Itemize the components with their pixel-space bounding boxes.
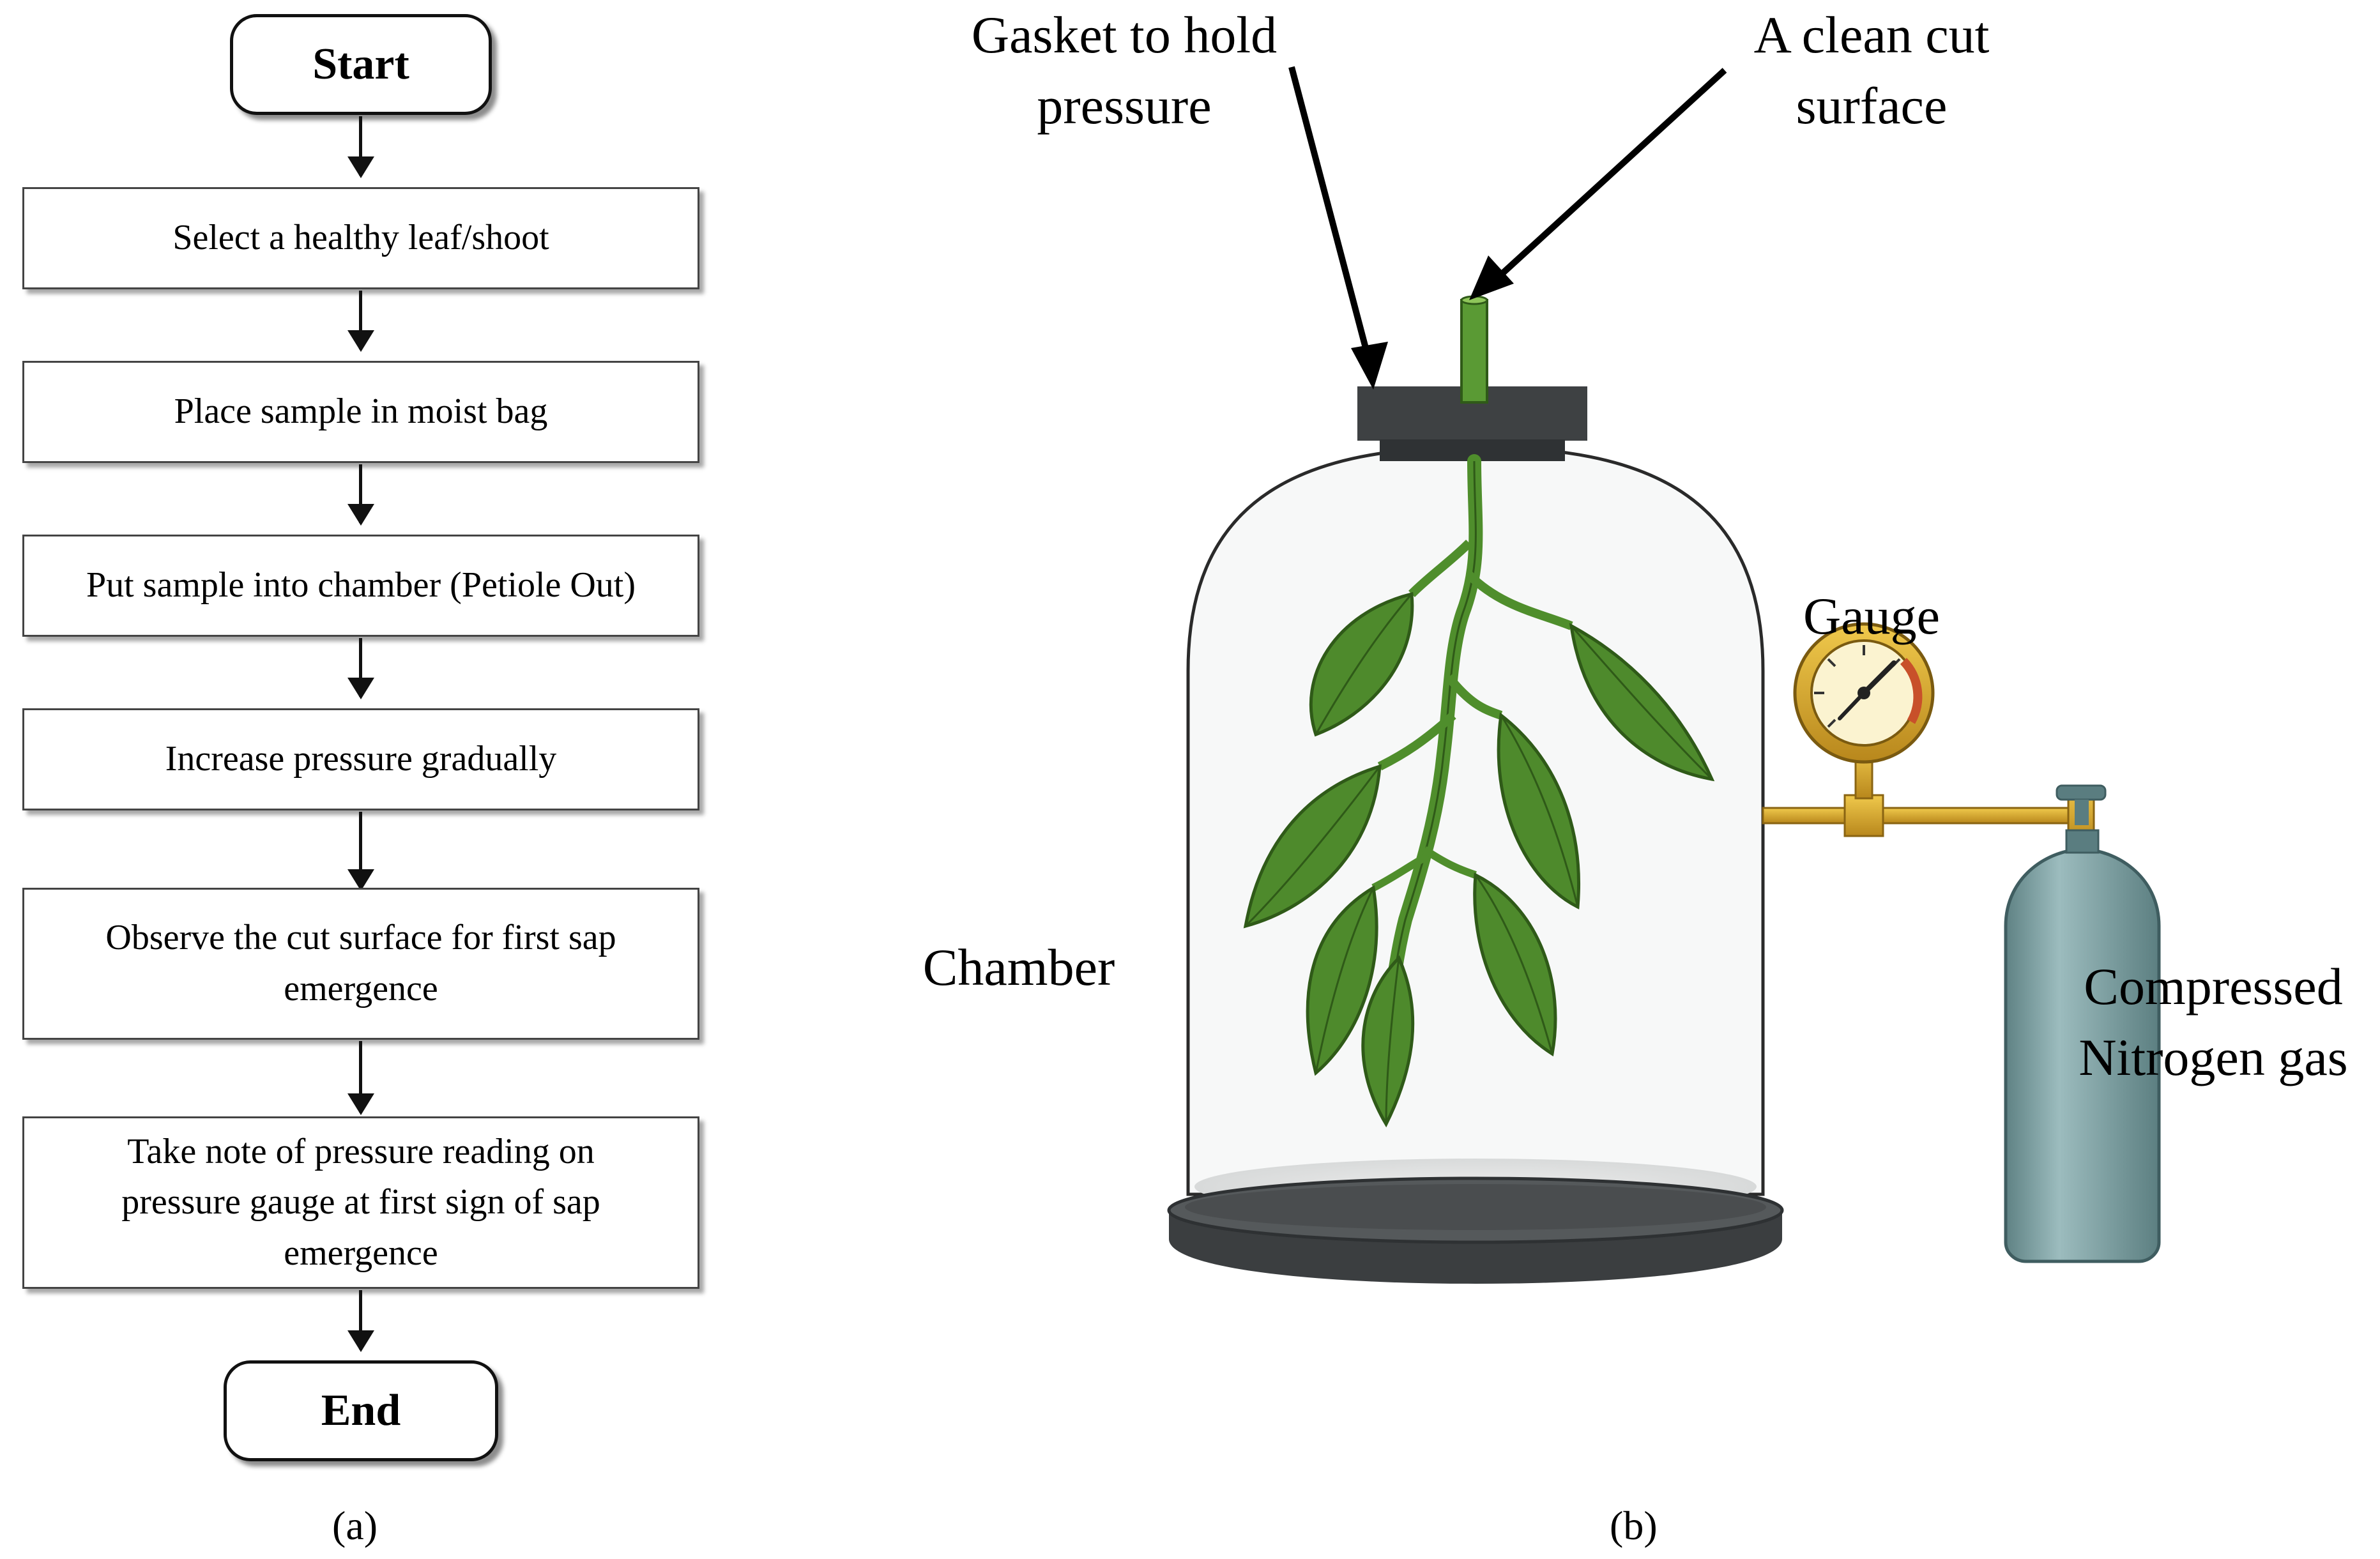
step-line: Observe the cut surface for first sap (105, 918, 616, 958)
flowchart: Start Select a healthy leaf/shoot Place … (0, 0, 703, 1559)
step-line: Place sample in moist bag (174, 392, 548, 432)
step-line: Increase pressure gradually (165, 739, 557, 779)
step-place-sample: Place sample in moist bag (22, 361, 699, 463)
flow-arrow (359, 464, 362, 523)
gasket-label-line: Gasket to hold (971, 6, 1278, 64)
caption-b: (b) (1610, 1503, 1658, 1548)
step-select-leaf: Select a healthy leaf/shoot (22, 187, 699, 289)
gasket-label: Gasket to hold pressure (933, 0, 1316, 141)
cut-surface-label-line: A clean cut (1753, 6, 1990, 64)
start-terminal: Start (230, 14, 492, 115)
flow-arrow (359, 291, 362, 349)
step-line: Select a healthy leaf/shoot (172, 218, 549, 258)
pressure-gauge (1793, 622, 1935, 764)
gas-pipe (1762, 807, 2077, 825)
gasket-label-line: pressure (1037, 76, 1212, 135)
cylinder-valve (2056, 784, 2107, 801)
flow-arrow (359, 1041, 362, 1113)
step-line: Take note of pressure reading on (127, 1131, 595, 1171)
cut-stem (1460, 299, 1488, 404)
cylinder-label: Compressed Nitrogen gas (2054, 952, 2373, 1093)
step-line: emergence (284, 1233, 438, 1273)
cut-surface-label-line: surface (1796, 76, 1948, 135)
nitrogen-cylinder (2004, 848, 2161, 1263)
caption-a: (a) (332, 1503, 378, 1548)
step-take-note: Take note of pressure reading on pressur… (22, 1116, 699, 1289)
flow-arrow (359, 116, 362, 176)
flow-arrow (359, 812, 362, 888)
apparatus-illustration (1167, 66, 2161, 1284)
step-observe-surface: Observe the cut surface for first sap em… (22, 888, 699, 1040)
flow-arrow (359, 1290, 362, 1350)
step-put-into-chamber: Put sample into chamber (Petiole Out) (22, 535, 699, 637)
step-line: emergence (284, 969, 438, 1008)
end-terminal: End (224, 1360, 498, 1461)
gasket-arrow (1288, 66, 1371, 359)
pressure-chamber-diagram: Gasket to hold pressure A clean cut surf… (735, 0, 2380, 1559)
step-line: pressure gauge at first sign of sap (121, 1182, 600, 1222)
step-increase-pressure: Increase pressure gradually (22, 708, 699, 810)
chamber-label: Chamber (922, 938, 1115, 996)
cut-surface-arrow (1499, 68, 1727, 277)
cylinder-label-line: Compressed (2084, 957, 2343, 1015)
cylinder-label-line: Nitrogen gas (2079, 1028, 2348, 1086)
step-line: Put sample into chamber (Petiole Out) (86, 565, 636, 605)
flow-arrow (359, 638, 362, 697)
cut-surface-label: A clean cut surface (1705, 0, 2038, 141)
gauge-label: Gauge (1803, 587, 1940, 645)
leafy-shoot (1243, 454, 1715, 1128)
